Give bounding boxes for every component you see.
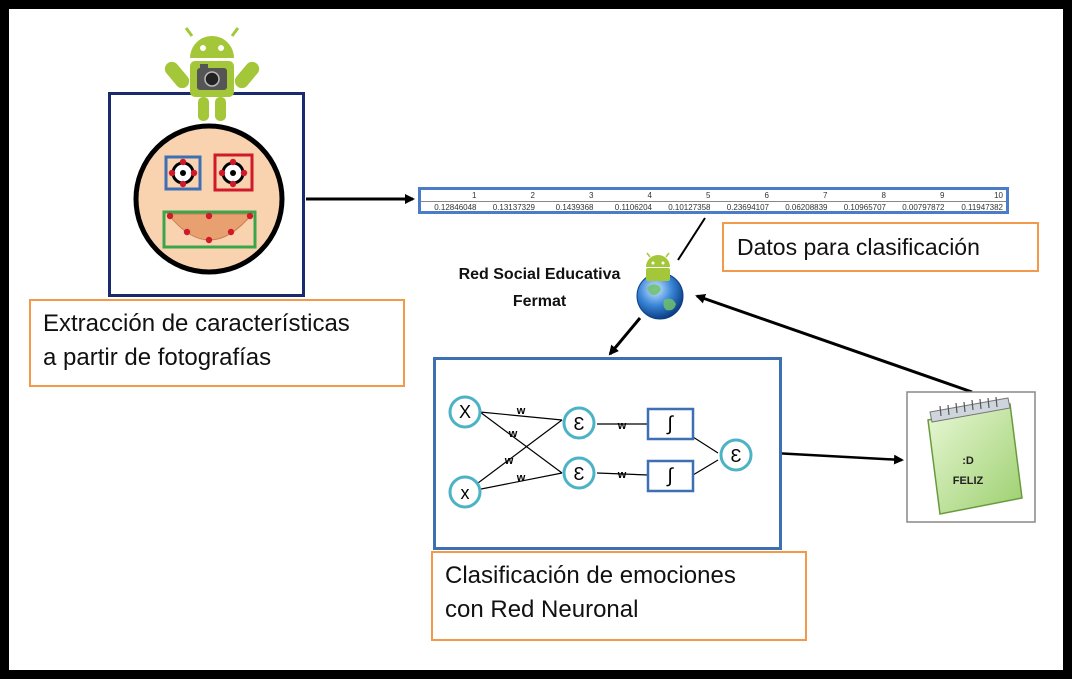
data-table-value-cell: 0.10127358 [668,203,711,212]
calendar-emoticon: :D [962,455,974,467]
neural-network-panel [433,357,782,550]
arrow-globe-to-network [608,317,642,356]
android-globe-icon [636,252,684,320]
data-table-value-row: 0.12846048 0.13137329 0.1439368 0.1106204 0.… [421,201,1006,213]
calendar-icon: :D FELIZ [906,391,1036,523]
sum-node-2 [562,456,596,490]
activation-box-2 [646,459,695,493]
arrow-calendar-to-globe [695,293,973,394]
extraccion-label: Extracción de características a partir d… [29,299,405,387]
extraccion-line1: Extracción de características [43,310,350,337]
data-table-value-cell: 0.23694107 [726,203,769,212]
data-table-value-cell: 0.10965707 [843,203,886,212]
sum-node-1 [562,406,596,440]
data-table-header-cell: 6 [764,191,769,200]
data-table-value-cell: 0.00797872 [902,203,945,212]
android-camera-icon [164,27,260,121]
data-table-header-cell: 1 [472,191,477,200]
clasificacion-line1: Clasificación de emociones [445,562,736,589]
data-table-header-cell: 3 [589,191,594,200]
input-node-top [448,395,482,429]
data-table-header-cell: 7 [823,191,828,200]
face-illustration [133,123,285,275]
data-table-header-cell: 9 [940,191,945,200]
red-social-line1: Red Social Educativa [458,266,621,283]
clasificacion-line2: con Red Neuronal [445,596,639,623]
sum-symbol-output: Ɛ [731,446,742,466]
datos-label: Datos para clasificación [722,222,1039,272]
data-table-value-cell: 0.1106204 [614,203,652,212]
neural-network-diagram: X x Ɛ Ɛ Ɛ ∫ ∫ w w w w w w [448,395,753,509]
data-table-value-cell: 0.11947382 [961,203,1003,212]
data-table-header-row: 1 2 3 4 5 6 7 8 9 10 [421,190,1006,201]
data-table-header-cell: 5 [706,191,711,200]
input-label-bottom: x [461,483,470,503]
data-table-header-cell: 8 [881,191,886,200]
weight-label: w [516,472,526,484]
data-table-value-cell: 0.1439368 [555,203,594,212]
weight-label: w [516,405,526,417]
data-table-header-cell: 10 [994,191,1003,200]
input-node-bottom [448,475,482,509]
sum-symbol-2: Ɛ [574,464,585,484]
weight-label: w [617,469,627,481]
data-table-header-cell: 2 [530,191,535,200]
activation-box-1 [646,407,695,441]
input-label-top: X [459,402,471,422]
weight-label: w [504,455,514,467]
data-table-value-cell: 0.06208839 [785,203,828,212]
sum-node-output [719,438,753,472]
calendar-emotion: FELIZ [953,475,984,487]
integral-symbol-2: ∫ [666,465,674,487]
clasificacion-label: Clasificación de emociones con Red Neuro… [431,551,807,641]
arrow-data-to-globe [677,217,706,261]
data-table-header-cell: 4 [647,191,652,200]
red-social-title: Red Social Educativa Fermat [437,261,642,315]
extraccion-line2: a partir de fotografías [43,344,272,371]
data-table-value-cell: 0.12846048 [434,203,477,212]
sum-symbol-1: Ɛ [574,414,585,434]
data-table-value-cell: 0.13137329 [492,203,535,212]
weight-label: w [508,428,518,440]
weight-label: w [617,420,627,432]
data-table: 1 2 3 4 5 6 7 8 9 10 0.12846048 0.13137329 0.143936… [418,187,1009,214]
red-social-line2: Fermat [512,293,567,310]
integral-symbol-1: ∫ [666,413,674,435]
